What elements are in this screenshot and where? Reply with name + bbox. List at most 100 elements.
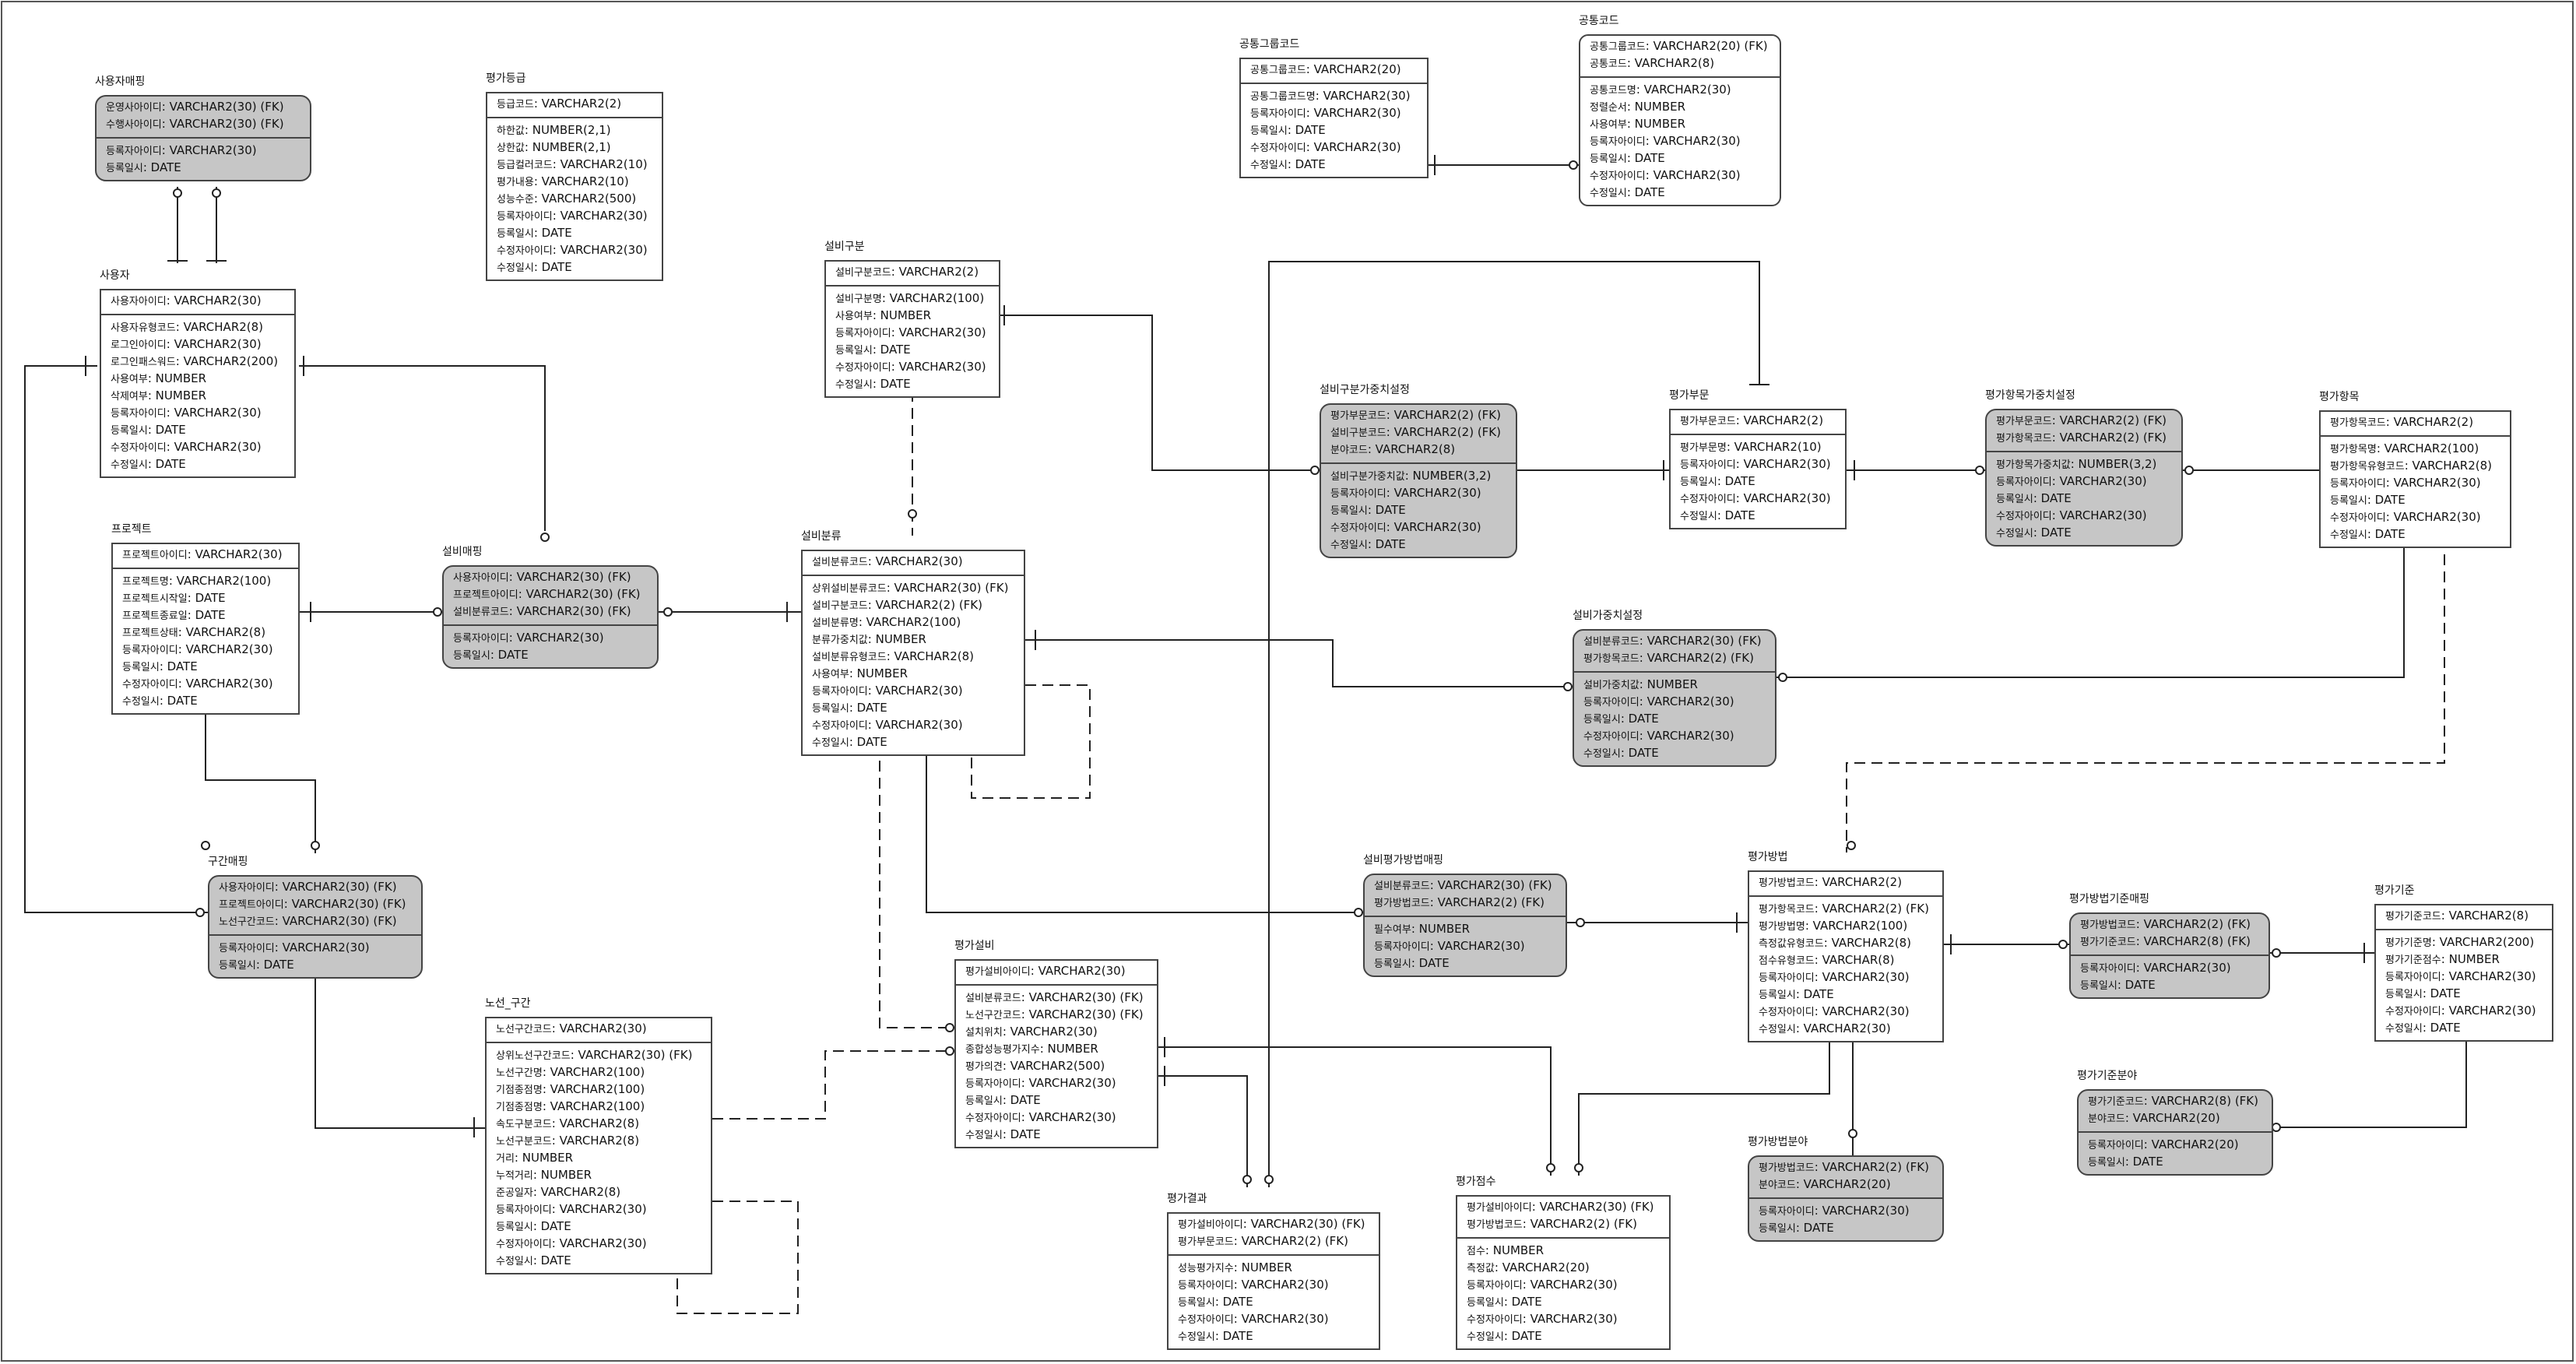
attribute-name: 기점종점명 <box>496 1102 543 1113</box>
entity-box: 평가설비아이디: VARCHAR2(30)설비분류코드: VARCHAR2(30… <box>954 959 1158 1148</box>
relationship-line <box>1025 639 1573 687</box>
attribute-type: VARCHAR2(2) (FK) <box>1646 651 1754 665</box>
attribute-name: 수정자아이디 <box>812 720 868 732</box>
entity-title: 평가등급 <box>486 72 526 85</box>
attribute-name: 평가기준코드 <box>2088 1096 2144 1108</box>
attribute-type: DATE <box>155 423 186 437</box>
entity-box: 운영사아이디: VARCHAR2(30) (FK)수행사아이디: VARCHAR… <box>95 95 311 181</box>
relationship-line <box>1000 315 1320 471</box>
attribute-row: 수정일시: DATE <box>2330 527 2406 541</box>
attribute-name: 수정자아이디 <box>1330 522 1386 534</box>
attribute-name: 평가부문코드 <box>1680 416 1736 427</box>
entity-title: 설비분류 <box>801 530 842 543</box>
attribute-type: VARCHAR2(30) <box>1437 939 1525 953</box>
attribute-row: 등록일시: DATE <box>497 226 572 240</box>
attribute-row: 등록일시: DATE <box>812 701 887 715</box>
entity-title: 사용자매핑 <box>95 76 146 88</box>
attribute-type: DATE <box>856 735 887 749</box>
attribute-type: NUMBER <box>155 388 207 403</box>
attribute-type: DATE <box>1222 1295 1253 1309</box>
primary-key-section: 등급코드: VARCHAR2(2) <box>487 93 662 118</box>
attribute-name: 평가기준명 <box>2385 937 2432 949</box>
attribute-name: 수정자아이디 <box>1590 170 1646 182</box>
cardinality-marker <box>311 841 320 850</box>
attribute-name: 등록자아이디 <box>1996 476 2052 488</box>
attribute-type: VARCHAR2(30) <box>2448 969 2536 983</box>
attribute-type: VARCHAR2(8) <box>559 1134 640 1148</box>
attribute-row: 수정자아이디: VARCHAR2(30) <box>1467 1312 1618 1326</box>
attribute-row: 누적거리: NUMBER <box>496 1168 592 1182</box>
attribute-row: 등록자아이디: VARCHAR2(30) <box>2330 476 2481 490</box>
attribute-type: VARCHAR2(30) (FK) <box>1539 1200 1654 1214</box>
entity-box: 평가기준코드: VARCHAR2(8)평가기준명: VARCHAR2(200)평… <box>2374 904 2553 1042</box>
primary-key-section: 평가부문코드: VARCHAR2(2) (FK)평가항목코드: VARCHAR2… <box>1987 410 2181 452</box>
attribute-type: NUMBER <box>1418 922 1471 936</box>
attribute-type: VARCHAR2(8) <box>2448 909 2529 923</box>
attribute-type: VARCHAR2(2) (FK) <box>2059 413 2167 427</box>
attribute-row: 평가설비아이디: VARCHAR2(30) (FK) <box>1178 1217 1365 1231</box>
attribute-row: 등록자아이디: VARCHAR2(20) <box>2088 1137 2239 1151</box>
entity-box: 설비분류코드: VARCHAR2(30) (FK)평가방법코드: VARCHAR… <box>1363 874 1567 977</box>
cardinality-marker <box>1778 673 1787 682</box>
attribute-section: 등록자아이디: VARCHAR2(30)등록일시: DATE <box>1749 1199 1942 1240</box>
attribute-row: 수정자아이디: VARCHAR2(30) <box>1330 520 1481 534</box>
attribute-type: VARCHAR2(2) (FK) <box>875 598 982 612</box>
entity-box: 공통그룹코드: VARCHAR2(20) (FK)공통코드: VARCHAR2(… <box>1579 34 1781 206</box>
attribute-type: NUMBER <box>1047 1042 1098 1056</box>
attribute-type: VARCHAR2(30) <box>1010 1025 1098 1039</box>
attribute-row: 사용자유형코드: VARCHAR2(8) <box>111 320 264 334</box>
attribute-row: 등록일시: DATE <box>1467 1295 1542 1309</box>
entity-title: 평가방법 <box>1748 851 1788 863</box>
attribute-name: 수정자아이디 <box>1467 1314 1523 1326</box>
attribute-type: VARCHAR2(30) <box>2393 510 2481 524</box>
attribute-row: 거리: NUMBER <box>496 1151 574 1165</box>
attribute-type: VARCHAR2(30) (FK) <box>1646 634 1762 648</box>
attribute-type: VARCHAR2(100) <box>176 574 272 588</box>
entity-box: 사용자아이디: VARCHAR2(30)사용자유형코드: VARCHAR2(8)… <box>100 289 296 478</box>
attribute-row: 노선구간코드: VARCHAR2(30) <box>496 1021 647 1035</box>
attribute-name: 평가내용 <box>497 177 534 188</box>
attribute-type: VARCHAR2(30) (FK) <box>525 587 641 601</box>
attribute-name: 평가항목명 <box>2330 444 2377 455</box>
attribute-section: 등록자아이디: VARCHAR2(20)등록일시: DATE <box>2079 1133 2272 1174</box>
attribute-type: VARCHAR2(8) <box>894 649 974 663</box>
attribute-name: 속도구분코드 <box>496 1119 552 1130</box>
attribute-name: 등록일시 <box>1759 1223 1796 1235</box>
attribute-row: 공통그룹코드명: VARCHAR2(30) <box>1250 89 1411 103</box>
attribute-type: DATE <box>497 648 529 662</box>
attribute-name: 설비가중치값 <box>1583 680 1639 691</box>
attribute-name: 프로젝트아이디 <box>219 899 284 911</box>
attribute-type: VARCHAR2(30) <box>1323 89 1411 103</box>
attribute-row: 삭제여부: NUMBER <box>111 388 207 403</box>
attribute-name: 등록자아이디 <box>497 211 553 223</box>
attribute-name: 설비분류코드 <box>965 993 1021 1004</box>
cardinality-marker <box>945 1023 954 1032</box>
attribute-name: 등급코드 <box>497 99 534 111</box>
attribute-name: 평가항목코드 <box>2330 417 2386 429</box>
